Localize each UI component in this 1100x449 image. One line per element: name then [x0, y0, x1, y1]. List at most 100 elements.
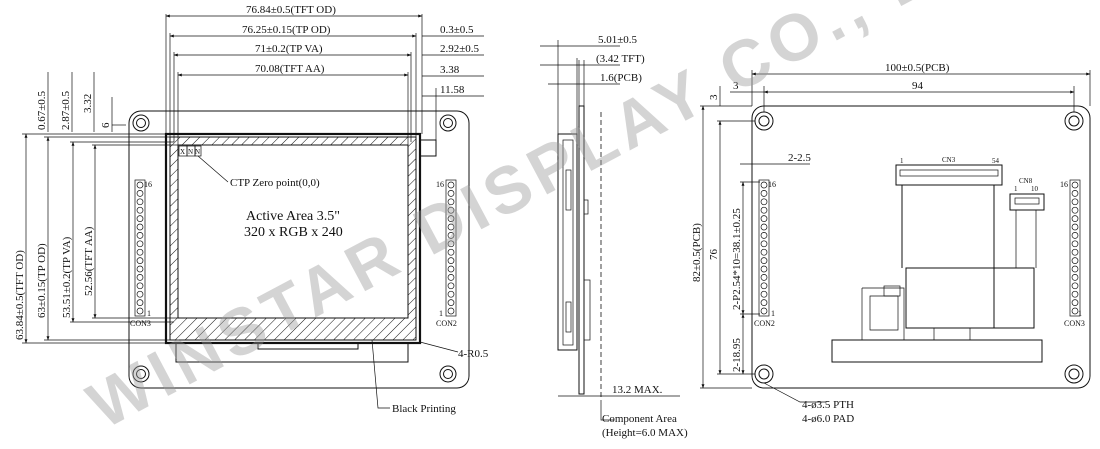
connector-pin — [447, 299, 455, 306]
connector-pin — [1071, 257, 1079, 264]
black-printing-label: Black Printing — [392, 403, 456, 415]
front-pcb-outline — [128, 110, 470, 389]
cn8-label: CN8 — [1019, 177, 1033, 185]
back-dim-hole-width: 94 — [912, 80, 924, 92]
front-mounting-holes — [132, 114, 457, 383]
side-dim-1: 5.01±0.5 — [598, 34, 638, 46]
connector-pin — [136, 206, 144, 214]
connector-pin — [1071, 190, 1079, 197]
connector-pin — [760, 282, 768, 290]
connector-pin — [760, 299, 768, 306]
back-left-dimensions: 82±0.5(PCB) 76 3 2-2.5 2-P2.54*10=38.1±0… — [691, 86, 811, 389]
side-tft — [557, 133, 578, 351]
dim-left-2: 2.87±0.5 — [60, 90, 72, 130]
back-pcb-outline — [751, 105, 1091, 389]
front-con-right-pin-first: 1 — [439, 309, 443, 318]
cn8-pin-last: 10 — [1031, 185, 1039, 193]
side-max-label: 13.2 MAX. — [612, 384, 663, 396]
connector-pin — [760, 274, 768, 281]
connector-pin — [136, 299, 144, 306]
back-dim-pitch: 2-P2.54*10=38.1±0.25 — [731, 208, 743, 310]
connector-pin — [136, 257, 144, 264]
back-connector-right: 16 1 CON3 — [1060, 179, 1085, 328]
component-area-leader — [600, 400, 614, 421]
back-dim-hole-offset-x: 3 — [733, 80, 739, 92]
connector-pin — [447, 206, 455, 214]
connector-pin — [447, 198, 455, 206]
connector-pin — [136, 232, 144, 239]
cn8-ribbon — [1015, 210, 1037, 268]
connector-pin — [447, 274, 455, 281]
front-left-dimensions: 63.84±0.5(TFT OD) 63±0.15(TP OD) 53.51±0… — [14, 72, 178, 344]
cn3-pin-last: 54 — [992, 157, 1000, 165]
ctp-zero-label: CTP Zero point(0,0) — [230, 177, 320, 189]
connector-pin — [136, 223, 144, 231]
connector-pin — [1071, 307, 1079, 315]
back-dim-pitch-bottom: 2-18.95 — [731, 338, 743, 372]
dim-tp-va-width: 71±0.2(TP VA) — [255, 43, 323, 55]
connector-pin — [760, 206, 768, 214]
connector-pin — [447, 232, 455, 239]
dim-tft-aa-height: 52.56(TFT AA) — [83, 226, 95, 296]
ctp-mark-1: X — [180, 148, 185, 156]
front-connector-left: 16 1 CON3 — [130, 179, 152, 328]
connector-pin — [1071, 181, 1079, 189]
back-con-left-pin-first: 1 — [771, 309, 775, 318]
back-dim-pcb-width: 100±0.5(PCB) — [885, 62, 950, 74]
front-con-right-label: CON2 — [436, 319, 457, 328]
dim-tp-od-width: 76.25±0.15(TP OD) — [242, 24, 331, 36]
connector-pin — [1071, 232, 1079, 239]
component-area-label: Component Area — [602, 413, 677, 425]
side-component-1 — [565, 169, 572, 211]
connector-pin — [136, 215, 144, 222]
connector-pin — [447, 223, 455, 231]
component-area-height: (Height=6.0 MAX) — [602, 427, 688, 439]
connector-pin — [1071, 215, 1079, 222]
back-connector-left: 16 1 CON2 — [754, 179, 776, 328]
connector-pin — [760, 290, 768, 298]
back-con-right-pin-last: 16 — [1060, 180, 1068, 189]
connector-pin — [447, 265, 455, 273]
side-component-2 — [565, 301, 572, 333]
connector-pin — [447, 248, 455, 256]
cn3-connector-inner — [899, 169, 999, 177]
connector-pin — [1071, 198, 1079, 206]
dim-tp-va-height: 53.51±0.2(TP VA) — [61, 236, 73, 318]
cn8-connector — [1009, 193, 1045, 211]
ctp-zero-leader — [197, 155, 229, 183]
connector-pin — [760, 240, 768, 248]
connector-pin — [447, 257, 455, 264]
back-dim-pcb-height: 82±0.5(PCB) — [691, 223, 703, 282]
back-con-right-pin-first: 1 — [1078, 309, 1082, 318]
connector-pin — [1071, 223, 1079, 231]
connector-pin — [447, 307, 455, 315]
connector-pin — [1071, 299, 1079, 306]
back-con-left-pin-last: 16 — [768, 180, 776, 189]
front-connector-right: 16 1 CON2 — [436, 179, 457, 328]
connector-pin — [1071, 274, 1079, 281]
dim-tft-od-height: 63.84±0.5(TFT OD) — [14, 250, 26, 340]
ic-area-right — [993, 267, 1035, 329]
connector-pin — [760, 181, 768, 189]
side-pcb — [578, 105, 585, 395]
connector-pin — [136, 307, 144, 315]
corner-radius-leader — [419, 341, 459, 353]
connector-pin — [136, 282, 144, 290]
dim-tft-od-width: 76.84±0.5(TFT OD) — [246, 4, 336, 16]
connector-pin — [1071, 265, 1079, 273]
black-printing-leader — [371, 339, 390, 409]
back-top-dimensions: 100±0.5(PCB) 94 3 — [730, 62, 1091, 112]
ctp-mark-3: N — [195, 148, 200, 156]
front-con-left-label: CON3 — [130, 319, 151, 328]
side-dim-3: 1.6(PCB) — [600, 72, 642, 84]
front-view: X N N CTP Zero point(0,0) Active Area 3.… — [14, 4, 489, 415]
active-area-resolution: 320 x RGB x 240 — [244, 225, 343, 240]
dim-left-3: 3.32 — [82, 94, 94, 113]
back-leads — [933, 328, 971, 340]
cn8-connector-inner — [1014, 197, 1040, 205]
connector-pin — [760, 307, 768, 315]
connector-pin — [760, 190, 768, 197]
dim-right-4: 11.58 — [440, 84, 465, 96]
side-component-3 — [583, 199, 589, 215]
